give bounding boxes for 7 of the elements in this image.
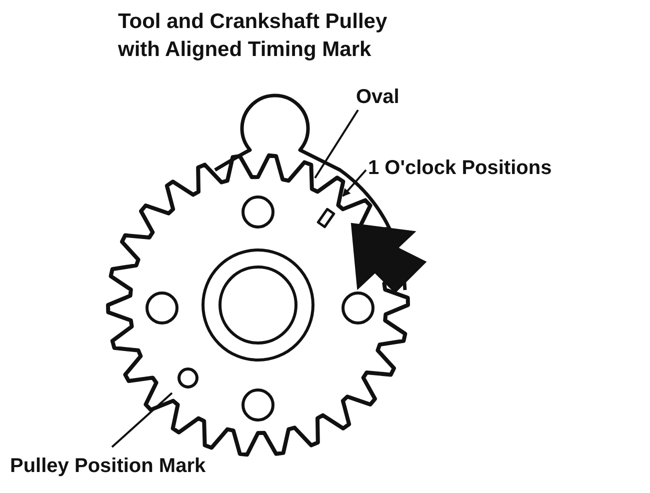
- leader-line: [111, 392, 173, 448]
- diagram-title: Tool and Crankshaft Pulley with Aligned Timing Mark: [118, 9, 388, 63]
- leader-line: [314, 109, 359, 179]
- callout-label: Pulley Position Mark: [10, 455, 206, 478]
- leader-arrow: [342, 169, 367, 197]
- callout-label: 1 O'clock Positions: [368, 157, 552, 180]
- callout-label: Oval: [356, 86, 400, 109]
